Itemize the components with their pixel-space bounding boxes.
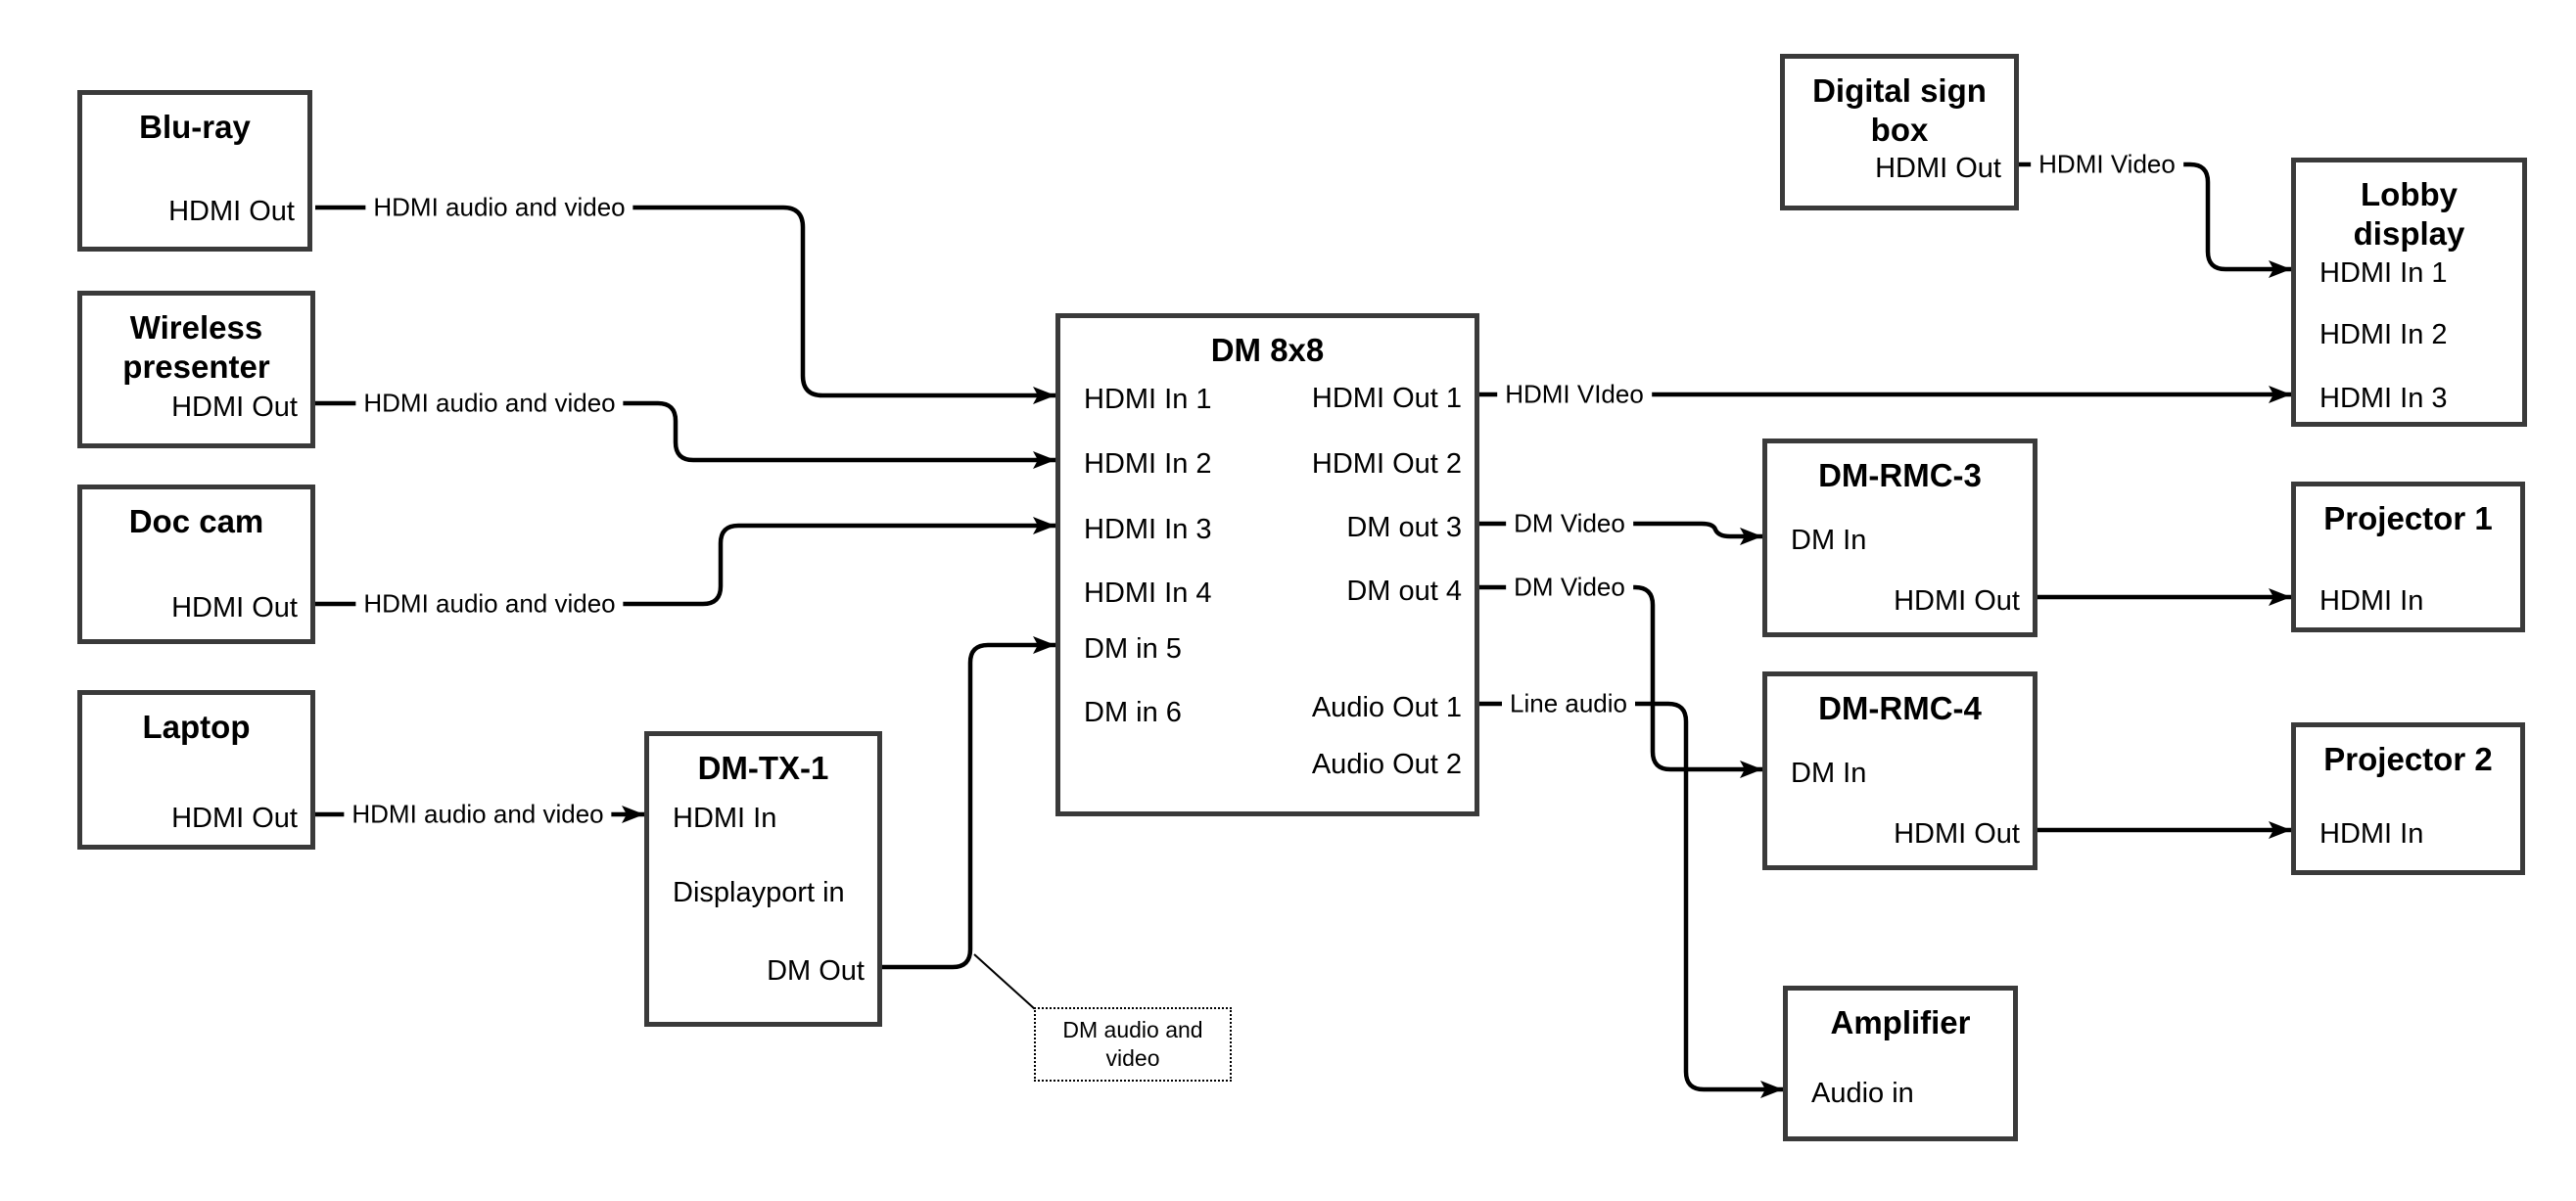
port-label-dm-8x8-9: DM out 4 — [1346, 575, 1462, 607]
device-title-projector-1: Projector 1 — [2323, 500, 2493, 536]
port-label-dm-8x8-0: HDMI In 1 — [1084, 383, 1212, 415]
port-label-lobby-display-0: HDMI In 1 — [2319, 256, 2448, 289]
port-label-doc-cam-0: HDMI Out — [171, 591, 298, 624]
connector-dsb-to-lobby-in1 — [2019, 162, 2291, 278]
port-label-dm-rmc-3-0: DM In — [1791, 524, 1867, 556]
device-title-doc-cam: Doc cam — [128, 503, 264, 539]
note-leader-line — [973, 953, 1036, 1010]
port-label-dm-8x8-7: HDMI Out 2 — [1311, 447, 1462, 480]
port-label-dm-tx-1-2: DM Out — [767, 954, 865, 987]
port-label-amplifier-0: Audio in — [1811, 1077, 1914, 1109]
connector-dm8x8-out3-to-rmc3 — [1479, 521, 1762, 545]
port-label-dm-8x8-4: DM in 5 — [1084, 632, 1182, 665]
device-box-projector-2: Projector 2 HDMI In — [2291, 722, 2525, 875]
device-title-laptop: Laptop — [142, 709, 251, 745]
connector-dmtx1-to-dm8x8-in5 — [882, 636, 1055, 970]
device-title-bluray: Blu-ray — [139, 109, 251, 145]
port-label-dm-8x8-5: DM in 6 — [1084, 696, 1182, 728]
device-title-dm-tx-1: DM-TX-1 — [697, 750, 829, 786]
port-label-dm-rmc-3-1: HDMI Out — [1894, 584, 2020, 617]
connector-wireless-to-dm8x8-in2 — [315, 400, 1055, 469]
annotation-note: DM audio and video — [1034, 1007, 1232, 1082]
cable-label-dm8x8-out1-to-lobby-in3: HDMI VIdeo — [1497, 378, 1652, 411]
cable-label-doccam-to-dm8x8-in3: HDMI audio and video — [355, 587, 624, 621]
port-label-lobby-display-2: HDMI In 3 — [2319, 382, 2448, 414]
cable-label-laptop-to-dmtx1: HDMI audio and video — [344, 798, 612, 831]
port-label-dm-rmc-4-1: HDMI Out — [1894, 817, 2020, 850]
port-label-dm-8x8-10: Audio Out 1 — [1311, 691, 1462, 723]
device-title-dm-rmc-3: DM-RMC-3 — [1818, 457, 1982, 493]
device-title-dm-8x8: DM 8x8 — [1210, 332, 1325, 368]
port-label-dm-8x8-1: HDMI In 2 — [1084, 447, 1212, 480]
port-label-dm-rmc-4-0: DM In — [1791, 757, 1867, 789]
port-label-digital-sign-box-0: HDMI Out — [1875, 152, 2001, 184]
port-label-projector-1-0: HDMI In — [2319, 584, 2424, 617]
device-title-digital-sign-box: Digital sign box — [1812, 72, 1987, 148]
device-title-lobby-display: Lobby display — [2353, 176, 2465, 252]
port-label-dm-8x8-3: HDMI In 4 — [1084, 577, 1212, 609]
device-title-projector-2: Projector 2 — [2323, 741, 2493, 777]
port-label-dm-tx-1-0: HDMI In — [673, 802, 777, 834]
port-label-dm-tx-1-1: Displayport in — [673, 876, 845, 908]
connector-dm8x8-audio1-to-amp — [1479, 701, 1783, 1098]
device-box-dm-rmc-3: DM-RMC-3 DM In HDMI Out — [1762, 439, 2037, 637]
port-label-wireless-presenter-0: HDMI Out — [171, 391, 298, 423]
device-box-dm-rmc-4: DM-RMC-4 DM In HDMI Out — [1762, 671, 2037, 870]
port-label-projector-2-0: HDMI In — [2319, 817, 2424, 850]
port-label-dm-8x8-6: HDMI Out 1 — [1311, 382, 1462, 414]
connector-bluray-to-dm8x8-in1 — [315, 205, 1055, 404]
cable-label-dsb-to-lobby-in1: HDMI Video — [2031, 148, 2183, 181]
cable-label-wireless-to-dm8x8-in2: HDMI audio and video — [355, 387, 624, 420]
cable-label-dm8x8-out3-to-rmc3: DM Video — [1506, 507, 1633, 540]
port-label-laptop-0: HDMI Out — [171, 802, 298, 834]
cable-label-dm8x8-out4-to-rmc4: DM Video — [1506, 571, 1633, 604]
device-title-dm-rmc-4: DM-RMC-4 — [1818, 690, 1982, 726]
connector-doccam-to-dm8x8-in3 — [315, 517, 1055, 607]
cable-label-bluray-to-dm8x8-in1: HDMI audio and video — [365, 191, 633, 224]
port-label-bluray-0: HDMI Out — [168, 195, 295, 227]
device-box-projector-1: Projector 1 HDMI In — [2291, 482, 2525, 632]
port-label-dm-8x8-8: DM out 3 — [1346, 511, 1462, 543]
port-label-dm-8x8-2: HDMI In 3 — [1084, 513, 1212, 545]
port-label-lobby-display-1: HDMI In 2 — [2319, 318, 2448, 350]
cable-label-dm8x8-audio1-to-amp: Line audio — [1502, 687, 1635, 720]
port-label-dm-8x8-11: Audio Out 2 — [1311, 748, 1462, 780]
connector-dm8x8-out4-to-rmc4 — [1479, 584, 1762, 778]
device-title-wireless-presenter: Wireless presenter — [122, 309, 270, 385]
device-title-amplifier: Amplifier — [1830, 1004, 1971, 1040]
